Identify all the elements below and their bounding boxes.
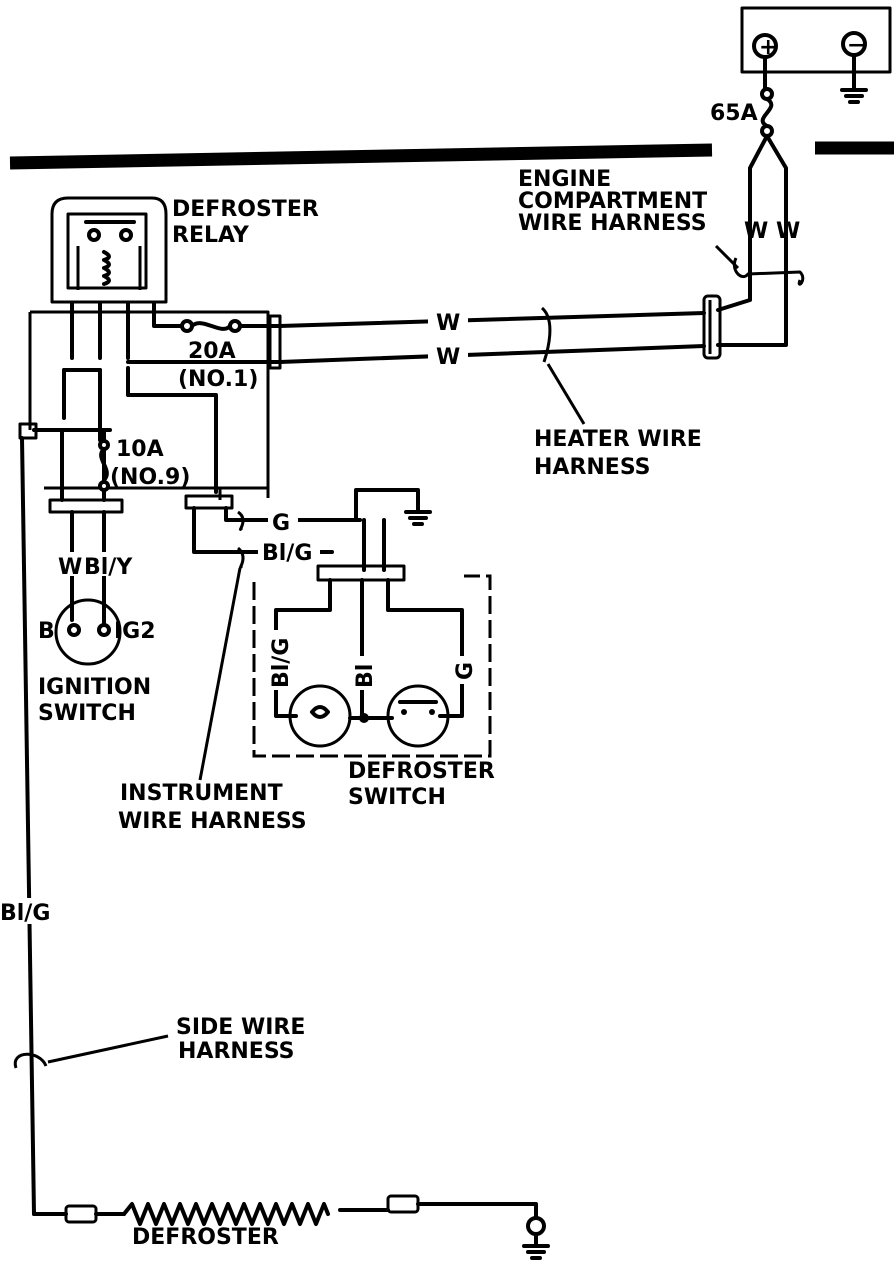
ignition-switch: W Bl/Y B IG2 IGNITION SWITCH (38, 510, 156, 726)
defroster-ground-icon (522, 1232, 550, 1260)
defroster-element: DEFROSTER (32, 1194, 550, 1260)
side-harness: Bl/G SIDE WIRE HARNESS (0, 422, 305, 1216)
defroster-heating-grid-icon (122, 1202, 330, 1226)
switch-connector (316, 564, 406, 582)
side-connector (18, 422, 38, 440)
engine-wire-right-color: W (776, 219, 800, 244)
fuse-10a-number: (NO.9) (110, 465, 190, 490)
instrument-label-1: INSTRUMENT (120, 781, 283, 806)
switch-ground (354, 488, 432, 526)
relay-housing (50, 196, 168, 304)
defroster-connector-right (386, 1194, 420, 1214)
ignition-wire-w-color: W (58, 555, 82, 580)
fuse-box-connector (268, 314, 282, 370)
ignition-connector (48, 498, 124, 514)
fuse-10a: 10A (NO.9) (98, 437, 190, 492)
side-harness-clip-icon (13, 1052, 48, 1069)
instrument-wiring: G Bl/G INSTRUMENT WIRE HARNESS (118, 506, 362, 834)
main-fuse-label: 65A (710, 101, 758, 126)
battery: + − (740, 6, 892, 104)
battery-box (740, 6, 892, 74)
instrument-connector (184, 494, 234, 510)
engine-harness-label-1: ENGINE (518, 167, 611, 192)
fuse-box (28, 310, 282, 500)
engine-harness-label-2: COMPARTMENT (518, 189, 707, 214)
fuse-20a-label: 20A (188, 339, 236, 364)
ignition-label-2: SWITCH (38, 701, 136, 726)
heater-wires: W W HEATER WIRE HARNESS (278, 306, 706, 480)
switch-wire-g-color: G (453, 662, 478, 680)
def-switch-label-2: SWITCH (348, 785, 446, 810)
ignition-switch-body (54, 598, 122, 666)
ignition-label-1: IGNITION (38, 675, 151, 700)
fuse-10a-label: 10A (116, 437, 164, 462)
relay-coil-icon (102, 250, 111, 286)
switch-wire-blg-color: Bl/G (269, 638, 294, 688)
engine-harness-label-3: WIRE HARNESS (518, 211, 707, 236)
engine-wires: W W ENGINE COMPARTMENT WIRE HARNESS (518, 134, 805, 347)
heater-harness-label-2: HARNESS (534, 455, 651, 480)
side-harness-pointer (47, 1034, 169, 1064)
heater-harness-pointer (546, 363, 586, 425)
main-fuse: 65A (710, 55, 774, 138)
instrument-harness-pointer (198, 567, 242, 781)
side-harness-label-1: SIDE WIRE (176, 1015, 305, 1040)
ignition-wire-bly-color: Bl/Y (84, 555, 133, 580)
side-wire-color: Bl/G (0, 901, 50, 926)
defroster-relay: DEFROSTER RELAY (50, 196, 319, 304)
relay-inner (66, 212, 148, 290)
ignition-pin-b: B (38, 619, 55, 644)
battery-ground-icon (840, 53, 868, 104)
instrument-label-2: WIRE HARNESS (118, 809, 307, 834)
positive-symbol: + (759, 35, 777, 60)
engine-harness-clip-icon (733, 257, 805, 286)
firewall-bar-left (9, 143, 713, 170)
fuse-20a-number: (NO.1) (178, 367, 258, 392)
defroster-connector-left (64, 1204, 98, 1224)
def-switch-label-1: DEFROSTER (348, 759, 495, 784)
engine-wire-left-color: W (744, 219, 768, 244)
engine-harness-pointer (714, 244, 740, 270)
instrument-wire-g-color: G (272, 511, 290, 536)
ignition-pin-ig2: IG2 (114, 619, 156, 644)
negative-symbol: − (847, 33, 865, 58)
relay-internal-wiring (32, 302, 282, 502)
relay-label-1: DEFROSTER (172, 197, 319, 222)
heater-harness-clip-icon (540, 306, 552, 363)
defroster-label: DEFROSTER (132, 1225, 279, 1250)
heater-harness-label-1: HEATER WIRE (534, 427, 702, 452)
heater-wire-top-color: W (436, 311, 460, 336)
fuse-20a: 20A (NO.1) (152, 302, 282, 392)
heater-harness-connector (702, 294, 722, 360)
heater-wire-bottom-color: W (436, 345, 460, 370)
relay-label-2: RELAY (172, 223, 250, 248)
side-harness-label-2: HARNESS (178, 1039, 295, 1064)
instrument-wire-blg-color: Bl/G (262, 541, 312, 566)
ground-icon (404, 510, 432, 526)
defroster-switch: Bl/G Bl G DEFROSTER SWITCH (252, 518, 495, 810)
switch-dashed-outline (252, 574, 492, 758)
switch-wire-bl-color: Bl (353, 664, 378, 688)
